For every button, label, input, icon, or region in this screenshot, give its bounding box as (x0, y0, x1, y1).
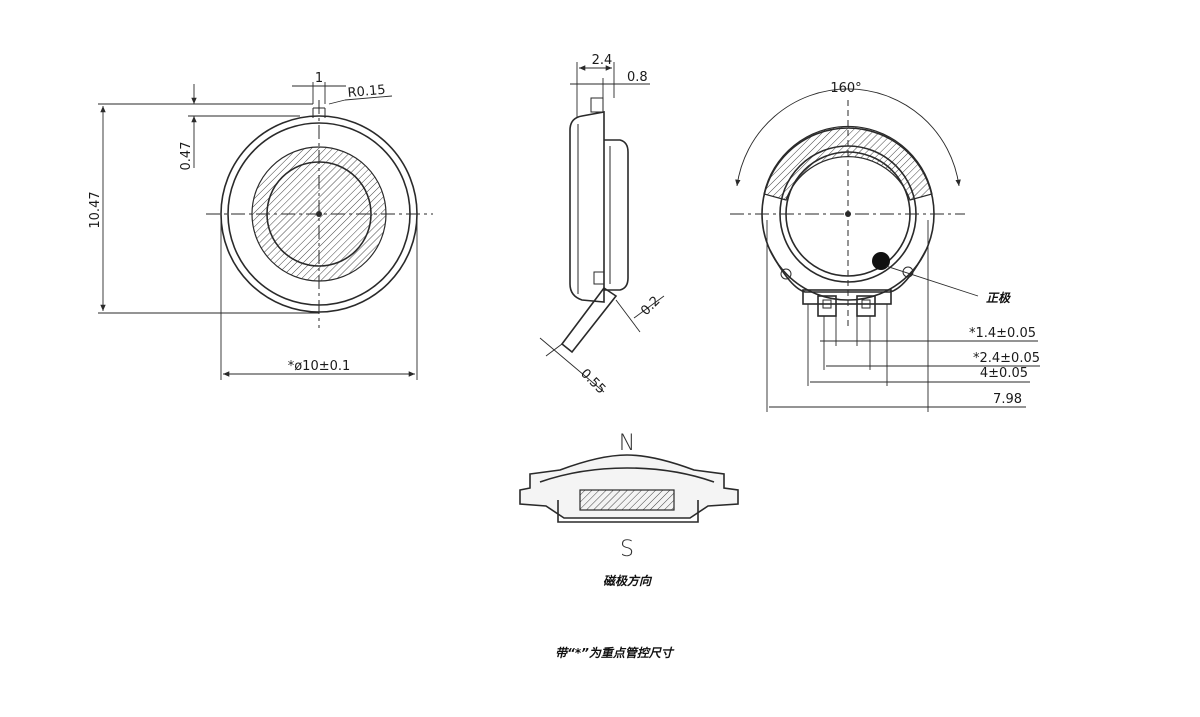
dim055-line (539, 337, 605, 393)
side-view: 2.4 0.8 0.2 0.55 (539, 53, 665, 397)
back-hole-left (780, 268, 792, 280)
pad-left-inner (822, 299, 832, 309)
polarity-dot (872, 252, 890, 270)
side-step (604, 139, 629, 291)
front-view: 1 R0.15 0.47 10.47 *ø10±0.1 (88, 71, 433, 380)
dim055-ext (545, 343, 563, 357)
dim02-line (633, 295, 665, 319)
front-center-dot (316, 211, 322, 217)
side-pad (593, 271, 605, 285)
polarity-leader (885, 265, 979, 297)
dim-width-label: 1 (315, 71, 323, 86)
polarity-label: 正极 (986, 291, 1011, 305)
dim-tab-label: 0.2 (638, 294, 663, 319)
side-body (569, 111, 605, 303)
angle-arc (735, 88, 961, 187)
dim02-ext (615, 299, 641, 333)
pad-right (856, 295, 876, 317)
magnet-cross-section (519, 454, 739, 519)
side-lead (560, 286, 618, 354)
magnet-view: N S 磁极方向 (519, 431, 739, 588)
dim-height-label: 10.47 (88, 191, 103, 228)
dim-thickness-label: 2.4 (592, 53, 613, 68)
magnet-core (579, 489, 675, 511)
magnet-cup (557, 500, 699, 523)
back-view: 160° 正极 *1.4±0.05 *2.4±0.05 4±0.05 7.98 (730, 81, 1040, 412)
radius-leader (328, 99, 346, 105)
dim-pad-gap-label: *1.4±0.05 (969, 326, 1036, 341)
dim-offset-label: 0.47 (179, 142, 194, 171)
dim-pad-span-label: *2.4±0.05 (973, 351, 1040, 366)
radius-leader-tail (344, 95, 393, 101)
dim-pad-outer-label: 4±0.05 (980, 366, 1028, 381)
dim-lead-label: 0.55 (577, 366, 608, 397)
dim-total-label: 7.98 (993, 392, 1022, 407)
dim-radius-label: R0.15 (347, 83, 386, 101)
dim-diameter-label: *ø10±0.1 (288, 359, 351, 374)
magnet-diaphragm (539, 467, 715, 483)
side-top-tab (590, 97, 604, 113)
magnet-caption: 磁极方向 (603, 574, 653, 588)
dim-step-label: 0.8 (627, 70, 648, 85)
pad-left (817, 295, 837, 317)
pad-right-inner (861, 299, 871, 309)
south-label: S (620, 537, 634, 562)
footnote: 带“*”为重点管控尺寸 (555, 646, 675, 660)
dim-angle-label: 160° (830, 81, 861, 96)
north-label: N (619, 431, 635, 456)
back-center-dot (845, 211, 851, 217)
pad-base (802, 289, 892, 305)
